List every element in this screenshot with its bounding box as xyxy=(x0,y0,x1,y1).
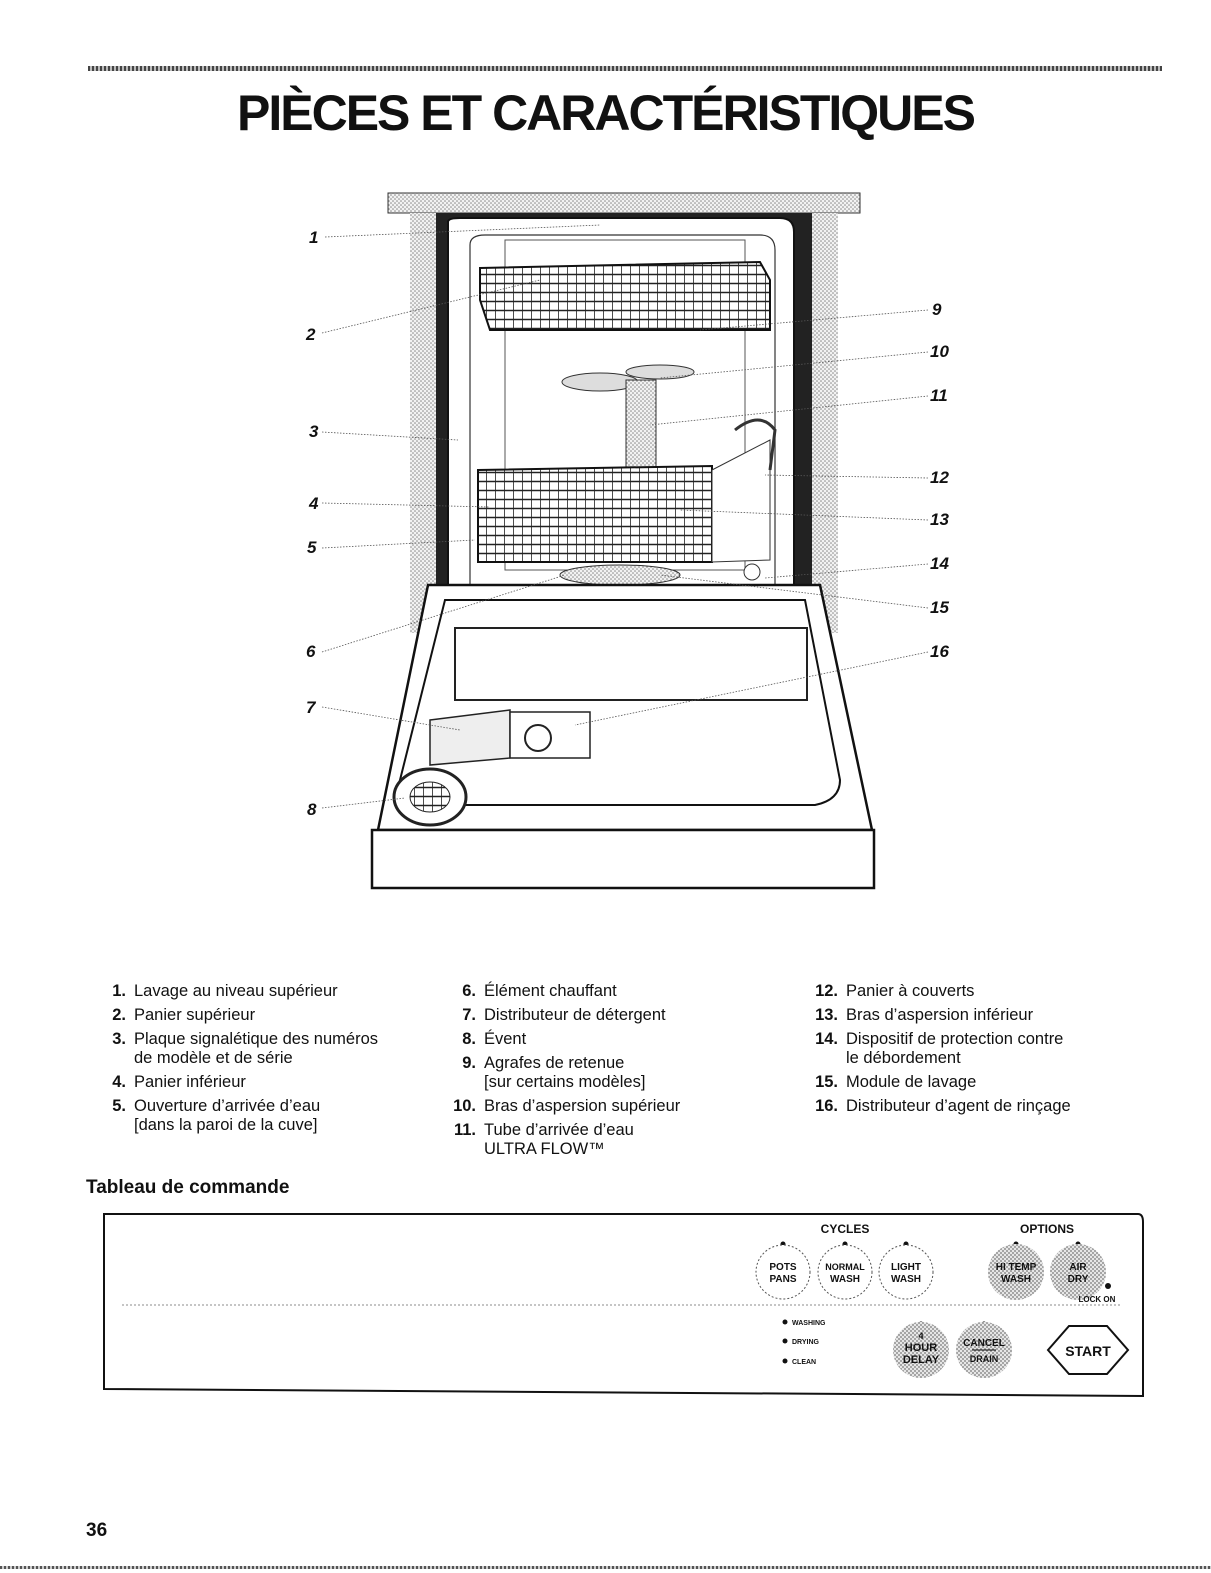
callout-5: 5 xyxy=(307,538,317,557)
hour-delay-button[interactable]: 4 HOUR DELAY xyxy=(893,1322,949,1378)
svg-text:AIR: AIR xyxy=(1069,1262,1087,1273)
callout-13: 13 xyxy=(930,510,949,529)
status-washing: WASHING xyxy=(792,1320,826,1327)
callout-8: 8 xyxy=(307,800,317,819)
start-button[interactable]: START xyxy=(1046,1325,1130,1375)
parts-list-col3: 12.Panier à couverts 13.Bras d’aspersion… xyxy=(806,982,1136,1121)
list-item: 5.Ouverture d’arrivée d’eau[dans la paro… xyxy=(112,1097,321,1134)
callout-16: 16 xyxy=(930,642,949,661)
air-dry-button[interactable]: AIR DRY xyxy=(1050,1244,1106,1300)
top-rule xyxy=(88,66,1162,71)
cancel-drain-button[interactable]: CANCEL DRAIN xyxy=(956,1322,1012,1378)
svg-text:START: START xyxy=(1065,1343,1111,1359)
svg-text:WASH: WASH xyxy=(891,1274,921,1285)
normal-wash-button[interactable]: NORMAL WASH xyxy=(817,1244,873,1300)
list-item: 2.Panier supérieur xyxy=(112,1006,256,1024)
callout-11: 11 xyxy=(930,386,948,405)
callout-15: 15 xyxy=(930,598,949,617)
callout-12: 12 xyxy=(930,468,949,487)
svg-text:DRY: DRY xyxy=(1068,1274,1089,1285)
callout-7: 7 xyxy=(306,698,317,717)
svg-text:HOUR: HOUR xyxy=(905,1342,937,1354)
svg-text:PANS: PANS xyxy=(769,1274,796,1285)
pots-pans-button[interactable]: POTS PANS xyxy=(755,1244,811,1300)
list-item: 12.Panier à couverts xyxy=(815,982,975,1000)
cycles-label: CYCLES xyxy=(821,1222,870,1236)
svg-text:DRAIN: DRAIN xyxy=(970,1354,999,1364)
light-wash-button[interactable]: LIGHT WASH xyxy=(878,1244,934,1300)
control-panel-diagram: CYCLES OPTIONS POTS PANS NORMAL WASH LIG… xyxy=(103,1213,1144,1398)
svg-text:WASH: WASH xyxy=(1001,1274,1031,1285)
svg-text:CANCEL: CANCEL xyxy=(963,1338,1005,1349)
list-item: 16.Distributeur d’agent de rinçage xyxy=(815,1097,1071,1115)
page-number: 36 xyxy=(86,1520,108,1541)
svg-text:NORMAL: NORMAL xyxy=(825,1262,865,1272)
list-item: 4.Panier inférieur xyxy=(112,1073,246,1091)
list-item: 8.Évent xyxy=(462,1030,527,1048)
status-clean: CLEAN xyxy=(792,1359,816,1366)
callout-6: 6 xyxy=(306,642,316,661)
list-item: 7.Distributeur de détergent xyxy=(462,1006,666,1024)
svg-text:WASH: WASH xyxy=(830,1274,860,1285)
svg-text:4: 4 xyxy=(918,1331,923,1341)
callout-14: 14 xyxy=(930,554,949,573)
list-item: 6.Élément chauffant xyxy=(462,982,617,1000)
callout-2: 2 xyxy=(305,325,316,344)
hi-temp-wash-button[interactable]: HI TEMP WASH xyxy=(988,1244,1044,1300)
bottom-rule xyxy=(0,1566,1211,1569)
callout-9: 9 xyxy=(932,300,942,319)
parts-list-col2: 6.Élément chauffant 7.Distributeur de dé… xyxy=(444,982,774,1164)
control-panel-heading: Tableau de commande xyxy=(86,1177,290,1198)
callout-4: 4 xyxy=(308,494,319,513)
list-item: 1.Lavage au niveau supérieur xyxy=(112,982,338,1000)
svg-text:POTS: POTS xyxy=(769,1262,797,1273)
callout-10: 10 xyxy=(930,342,949,361)
list-item: 10.Bras d’aspersion supérieur xyxy=(453,1097,681,1115)
svg-text:LIGHT: LIGHT xyxy=(891,1262,921,1273)
parts-list-col1: 1.Lavage au niveau supérieur 2.Panier su… xyxy=(94,982,424,1140)
page-title: PIÈCES ET CARACTÉRISTIQUES xyxy=(237,85,976,141)
svg-text:HI TEMP: HI TEMP xyxy=(996,1262,1037,1273)
options-label: OPTIONS xyxy=(1020,1222,1074,1236)
list-item: 9.Agrafes de retenue[sur certains modèle… xyxy=(462,1054,646,1091)
callout-3: 3 xyxy=(309,422,319,441)
lock-on-label: LOCK ON xyxy=(1079,1295,1116,1304)
list-item: 13.Bras d’aspersion inférieur xyxy=(815,1006,1034,1024)
dishwasher-diagram: 1 2 3 4 5 6 7 8 9 10 11 12 13 14 15 16 xyxy=(305,192,949,890)
callout-1: 1 xyxy=(309,228,318,247)
status-drying: DRYING xyxy=(792,1339,820,1346)
list-item: 15.Module de lavage xyxy=(815,1073,977,1091)
svg-text:DELAY: DELAY xyxy=(903,1354,940,1366)
